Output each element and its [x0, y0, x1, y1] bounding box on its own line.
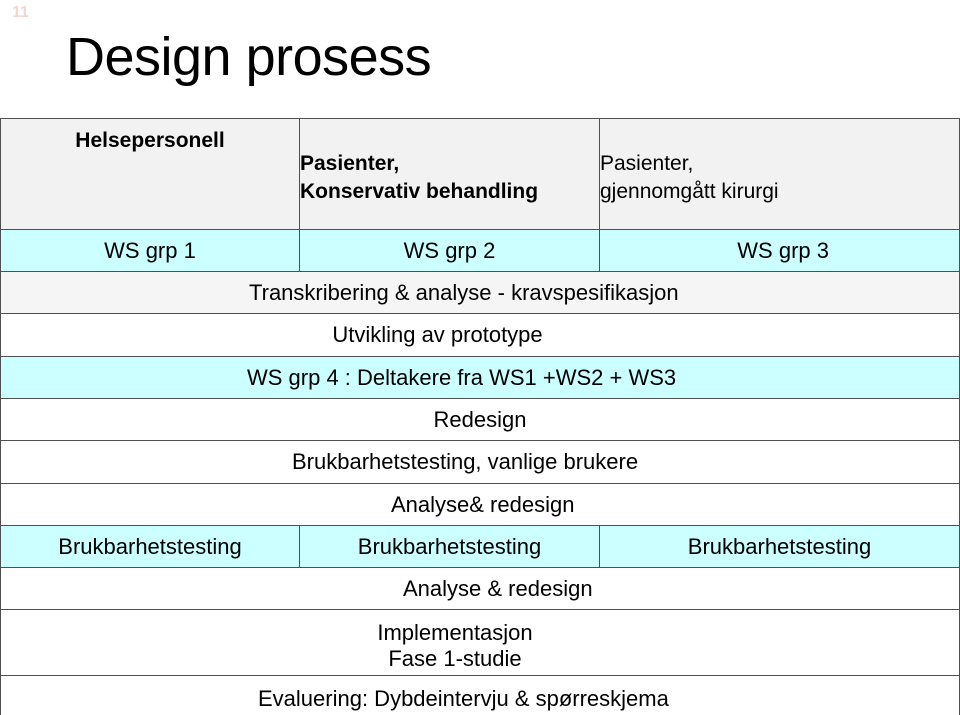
ws-grp-3: WS grp 3	[599, 229, 960, 272]
header-label: Pasienter,	[300, 152, 400, 175]
slide-number: 11	[12, 4, 29, 21]
testing-col-1: Brukbarhetstesting	[0, 525, 300, 568]
row-implementasjon: Implementasjon Fase 1-studie	[0, 609, 960, 676]
fase-label: Fase 1-studie	[388, 645, 522, 671]
row-evaluering: Evaluering: Dybdeintervju & spørreskjema	[0, 675, 960, 715]
design-process-table: Helsepersonell Pasienter, Konservativ be…	[0, 118, 960, 715]
ws-grp-2: WS grp 2	[299, 229, 600, 272]
row-analyse-redesign-2: Analyse & redesign	[0, 567, 960, 610]
header-pasienter-konservativ: Pasienter, Konservativ behandling	[299, 118, 600, 230]
row-analyse-redesign-1: Analyse& redesign	[0, 483, 960, 526]
testing-col-2: Brukbarhetstesting	[299, 525, 600, 568]
row-brukbarhetstesting-vanlige: Brukbarhetstesting, vanlige brukere	[0, 440, 960, 484]
header-label: Konservativ behandling	[300, 180, 539, 203]
header-pasienter-kirurgi: Pasienter, gjennomgått kirurgi	[599, 118, 960, 230]
testing-col-3: Brukbarhetstesting	[599, 525, 960, 568]
row-ws-grp-4: WS grp 4 : Deltakere fra WS1 +WS2 + WS3	[0, 356, 960, 399]
ws-grp-1: WS grp 1	[0, 229, 300, 272]
row-transkribering: Transkribering & analyse - kravspesifika…	[0, 271, 960, 314]
implementasjon-label: Implementasjon	[377, 619, 533, 645]
header-label: gjennomgått kirurgi	[600, 180, 779, 203]
header-label: Helsepersonell	[75, 129, 225, 152]
header-helsepersonell: Helsepersonell	[0, 118, 300, 230]
header-label: Pasienter,	[600, 152, 694, 175]
row-redesign: Redesign	[0, 398, 960, 441]
page-title: Design prosess	[66, 27, 432, 87]
row-utvikling: Utvikling av prototype	[0, 313, 960, 357]
